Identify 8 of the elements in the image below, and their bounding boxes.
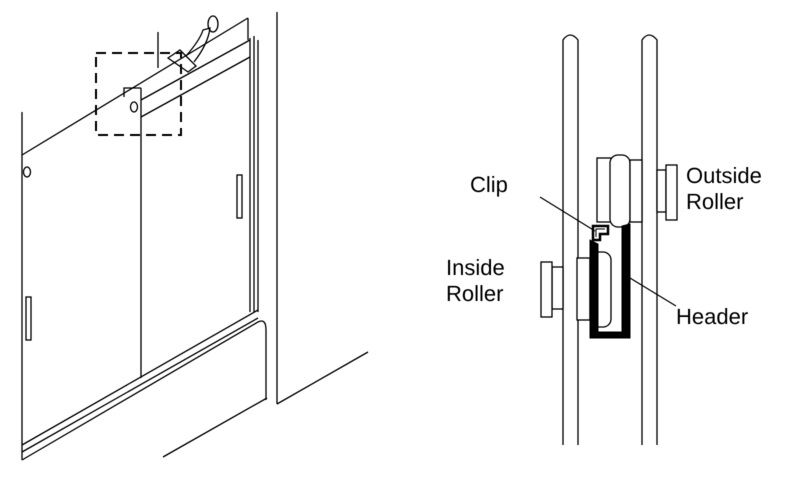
- leader-line: [630, 277, 676, 307]
- part-label: Outside Roller: [686, 163, 763, 215]
- header-channel: [590, 223, 630, 338]
- part-label: Header: [676, 304, 748, 330]
- part-label: Clip: [470, 172, 508, 198]
- leader-line: [540, 196, 596, 232]
- clip-part: [592, 224, 610, 242]
- part-label: Inside Roller: [446, 255, 506, 307]
